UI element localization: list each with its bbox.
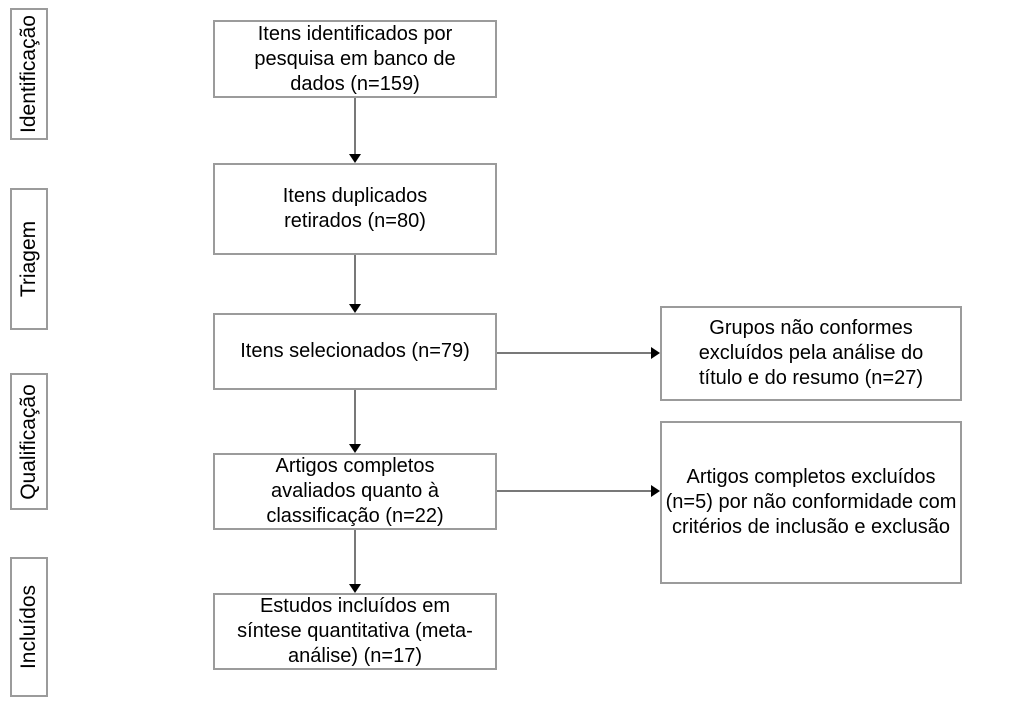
connector-line-identified-to-duplicates — [354, 98, 356, 154]
stage-label-identificacao: Identificação — [17, 15, 41, 133]
arrow-down-icon — [349, 444, 361, 453]
connector-line-duplicates-to-screened — [354, 255, 356, 304]
stage-label-triagem: Triagem — [17, 220, 40, 298]
arrow-down-icon — [349, 584, 361, 593]
stage-box-qualificacao: Qualificação — [10, 373, 48, 510]
connector-line-screened-to-fulltext — [354, 390, 356, 444]
connector-line-fulltext-to-included — [354, 530, 356, 584]
arrow-right-icon — [651, 347, 660, 359]
stage-box-identificacao: Identificação — [10, 8, 48, 140]
box-fulltext-assessed: Artigos completos avaliados quanto à cla… — [213, 453, 497, 530]
connector-line-screened-to-excluded — [497, 352, 651, 354]
stage-box-triagem: Triagem — [10, 188, 48, 330]
arrow-down-icon — [349, 304, 361, 313]
connector-line-fulltext-to-excluded — [497, 490, 651, 492]
arrow-down-icon — [349, 154, 361, 163]
box-duplicates-removed: Itens duplicados retirados (n=80) — [213, 163, 497, 255]
stage-box-incluidos: Incluídos — [10, 557, 48, 697]
box-identified: Itens identificados por pesquisa em banc… — [213, 20, 497, 98]
stage-label-incluidos: Incluídos — [17, 584, 40, 670]
box-fulltext-excluded: Artigos completos excluídos (n=5) por nã… — [660, 421, 962, 584]
box-screened: Itens selecionados (n=79) — [213, 313, 497, 390]
box-excluded-title-abstract: Grupos não conformes excluídos pela anál… — [660, 306, 962, 401]
box-included: Estudos incluídos em síntese quantitativ… — [213, 593, 497, 670]
arrow-right-icon — [651, 485, 660, 497]
stage-label-qualificacao: Qualificação — [17, 383, 40, 500]
